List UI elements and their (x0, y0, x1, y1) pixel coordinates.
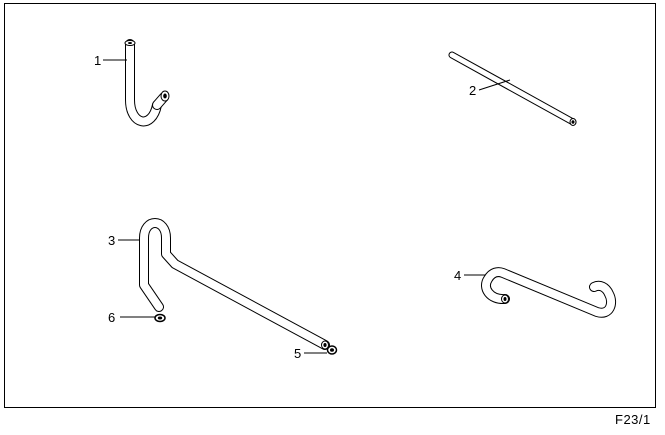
part-1-hose (124, 39, 170, 127)
callout-number: 1 (94, 53, 101, 68)
part-5-clamp (326, 345, 338, 355)
callout-number: 2 (469, 83, 476, 98)
callout-number: 5 (294, 346, 301, 361)
callout-6: 6 (108, 310, 155, 325)
callout-5: 5 (294, 346, 327, 361)
callout-number: 6 (108, 310, 115, 325)
callout-2: 2 (469, 79, 511, 98)
part-3-bent-tube (139, 218, 330, 350)
diagram-frame (4, 3, 656, 408)
figure-code: F23/1 (615, 412, 651, 427)
callout-number: 4 (454, 268, 461, 283)
callout-1: 1 (94, 53, 127, 68)
part-4-hook-tube (481, 267, 617, 318)
callout-4: 4 (454, 268, 485, 283)
part-6-clamp (154, 313, 166, 323)
callout-number: 3 (108, 233, 115, 248)
part-2-straight-tube (448, 51, 577, 126)
callout-3: 3 (108, 233, 140, 248)
